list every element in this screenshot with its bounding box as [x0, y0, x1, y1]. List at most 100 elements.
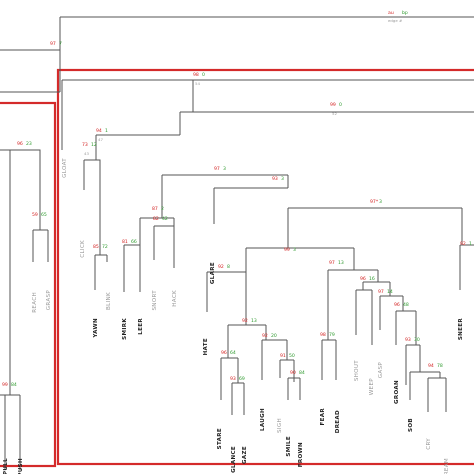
au-value: 98 [193, 72, 199, 78]
au-value: 87 [152, 206, 158, 212]
leaf-label-blink: BLINK [106, 292, 112, 310]
au-value: 94 [428, 363, 434, 369]
bp-value: 3 [379, 199, 382, 205]
bp-value: 14 [387, 289, 393, 295]
au-value: 99 [2, 382, 8, 388]
bp-value: 78 [437, 363, 443, 369]
au-value: 92 [218, 264, 224, 270]
leaf-label-weep: WEEP [369, 378, 375, 395]
au-value: 73 [82, 142, 88, 148]
leaf-labels: PULL PUSH REACH GRASP CLICK GLOAT YAWN BLINK SMI… [3, 158, 464, 474]
bp-value: 72 [102, 244, 108, 250]
au-value: 93 [272, 176, 278, 182]
bp-value: 69 [239, 376, 245, 382]
leaf-label-click: CLICK [80, 240, 86, 258]
leaf-label-leer: LEER [138, 318, 144, 335]
bp-value: 1 [105, 128, 108, 134]
edge-number: 52 [332, 111, 337, 116]
bp-value: 84 [11, 382, 17, 388]
au-value: 96 [394, 302, 400, 308]
legend: au bp edge # [388, 10, 408, 23]
bp-value: 1 [469, 241, 472, 247]
bp-value: 8 [227, 264, 230, 270]
bp-value: 3 [223, 166, 226, 172]
bp-value: 23 [26, 141, 32, 147]
leaf-label-stare: STARE [217, 428, 223, 449]
au-value: 97 [214, 166, 220, 172]
leaf-label-reach: REACH [32, 292, 38, 313]
leaf-label-yawn: YAWN [93, 318, 99, 339]
bp-value: 12 [91, 142, 97, 148]
au-value: 97* [370, 199, 379, 205]
au-value: 94 [96, 128, 102, 134]
leaf-label-smile: SMILE [286, 436, 292, 457]
au-value: 91 [280, 353, 286, 359]
leaf-label-gaze: GAZE [242, 446, 248, 464]
bp-value: 13 [338, 260, 344, 266]
leaf-label-push: PUSH [18, 458, 24, 474]
bp-value: 48 [403, 302, 409, 308]
bp-value: 84 [299, 370, 305, 376]
bp-value: 3 [293, 247, 296, 253]
au-value: 93 [230, 376, 236, 382]
au-value: 92 [262, 333, 268, 339]
bp-value: 66 [131, 239, 137, 245]
leaf-label-gasp: GASP [378, 362, 384, 379]
legend-edge: edge # [388, 18, 402, 23]
bp-value: 16 [369, 276, 375, 282]
leaf-label-snort: SNORT [152, 290, 158, 311]
leaf-label-sob: SOB [408, 418, 414, 432]
branches [0, 16, 474, 470]
au-value: 92 [460, 241, 466, 247]
leaf-label-gloat: GLOAT [62, 158, 68, 178]
au-value: 81 [122, 239, 128, 245]
au-value: 90 [290, 370, 296, 376]
au-value: 97 [378, 289, 384, 295]
au-value: 59 [32, 212, 38, 218]
au-value: 99 [284, 247, 290, 253]
leaf-label-hate: HATE [203, 338, 209, 355]
legend-bp: bp [402, 10, 408, 16]
au-value: 99 [330, 102, 336, 108]
leaf-label-frown: FROWN [298, 442, 304, 467]
au-value: 92 [242, 318, 248, 324]
bp-value: 13 [251, 318, 257, 324]
edge-number: 47 [98, 137, 103, 142]
highlight-box-main [56, 68, 474, 466]
bp-value: 20 [271, 333, 277, 339]
leaf-label-shout: SHOUT [354, 360, 360, 381]
bp-value: 42 [162, 216, 168, 222]
leaf-label-pull: PULL [3, 458, 9, 474]
leaf-label-laugh: LAUGH [260, 408, 266, 431]
leaf-label-groan: GROAN [394, 380, 400, 404]
leaf-label-sigh: SIGH [277, 418, 283, 433]
bp-value: 0 [202, 72, 205, 78]
au-value: 98 [320, 332, 326, 338]
leaf-label-smirk: SMIRK [122, 318, 128, 340]
leaf-label-scream: SCREAM [444, 458, 450, 474]
leaf-label-glance: GLANCE [231, 446, 237, 473]
au-value: 96 [17, 141, 23, 147]
au-value: 85 [93, 244, 99, 250]
bp-value: 30 [414, 337, 420, 343]
edge-number: 43 [84, 151, 89, 156]
leaf-label-sneer: SNEER [458, 318, 464, 341]
highlight-box-left [0, 101, 57, 468]
bp-value: 65 [41, 212, 47, 218]
bp-value: 50 [289, 353, 295, 359]
leaf-label-fear: FEAR [320, 408, 326, 426]
leaf-label-hack: HACK [172, 290, 178, 307]
leaf-label-grasp: GRASP [46, 290, 52, 311]
au-value: 82 [153, 216, 159, 222]
leaf-label-cry: CRY [426, 438, 432, 450]
bp-value: 2 [161, 206, 164, 212]
au-value: 96 [360, 276, 366, 282]
bp-value: 0 [339, 102, 342, 108]
bp-value: 79 [329, 332, 335, 338]
leaf-label-glare: GLARE [210, 262, 216, 284]
bp-value: 7 [59, 41, 62, 47]
legend-au: au [388, 11, 394, 16]
bp-value: 64 [230, 350, 236, 356]
